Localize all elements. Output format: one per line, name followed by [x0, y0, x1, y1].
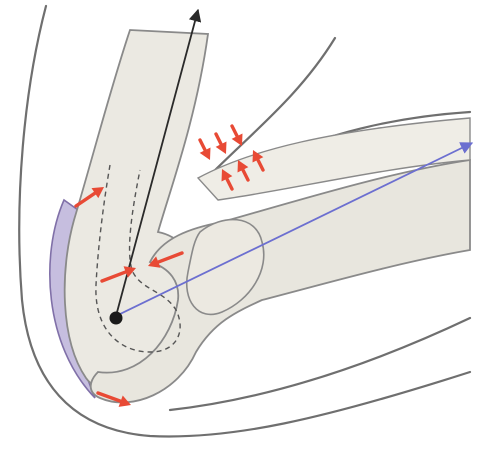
force-arrow-tendon-down-1: [200, 140, 211, 160]
force-arrow-tendon-down-2: [216, 134, 227, 154]
force-arrow-tendon-down-3: [232, 126, 243, 146]
forearm-bottom-line: [170, 318, 470, 410]
rotation-center-dot: [110, 312, 123, 325]
